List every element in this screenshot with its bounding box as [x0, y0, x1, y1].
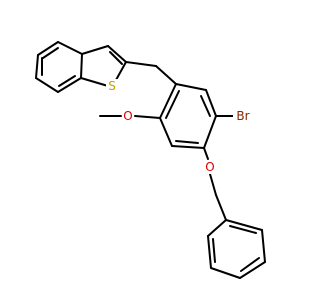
- methylene-bond: [155, 65, 177, 85]
- methoxy-oxygen-label-bg: [122, 109, 134, 123]
- ether-bond: [203, 147, 209, 160]
- bromine-label-bg: [233, 109, 253, 123]
- phenyl-bond: [239, 261, 266, 279]
- bt-benzene-bond: [57, 77, 82, 93]
- bt-benzene-bond: [35, 77, 59, 93]
- central-ring-bond: [171, 145, 205, 149]
- central-ring-bond: [175, 83, 207, 91]
- thiophene-inner-bond: [109, 51, 123, 65]
- thiophene-bond: [80, 77, 109, 87]
- ether-oxygen-atom-label: O: [205, 160, 214, 174]
- phenyl-bond: [225, 219, 263, 231]
- bt-benzene-inner-bond: [42, 47, 59, 59]
- bromine-atom-label: Br: [236, 109, 249, 123]
- bt-benzene-bond: [57, 41, 83, 55]
- molecule-structure: S Br O O: [35, 41, 266, 279]
- bt-benzene-bond: [80, 53, 83, 79]
- central-ring-bond: [205, 89, 217, 117]
- thiophene-bond: [115, 61, 127, 81]
- sulfur-atom-label: S: [108, 79, 116, 93]
- ether-oxygen-label-bg: [204, 160, 216, 174]
- methoxy-oxygen-atom-label: O: [123, 109, 132, 123]
- bt-benzene-bond: [37, 41, 59, 56]
- phenyl-inner-bond: [240, 257, 260, 272]
- central-ring-inner-bond: [165, 90, 180, 119]
- methylene-bond: [125, 61, 157, 67]
- central-ring-inner-bond: [200, 95, 211, 117]
- phenyl-bond: [210, 267, 241, 279]
- phenyl-inner-bond: [212, 238, 216, 263]
- phenyl-bond: [261, 229, 266, 263]
- bt-benzene-inner-bond: [58, 75, 76, 87]
- thiophene-bond: [107, 45, 127, 63]
- phenyl-bond: [215, 194, 227, 221]
- sulfur-label-bg: [106, 79, 118, 93]
- thiophene-bond: [81, 45, 109, 55]
- bonds: [35, 41, 266, 279]
- ether-ch2-bond: [209, 173, 217, 196]
- central-ring-inner-bond: [175, 140, 199, 144]
- phenyl-bond: [207, 219, 227, 237]
- phenyl-bond: [207, 235, 212, 269]
- bt-benzene-bond: [35, 54, 39, 79]
- phenyl-inner-bond: [229, 225, 257, 234]
- central-ring-bond: [159, 117, 173, 147]
- methoxy-bond: [134, 115, 161, 119]
- central-ring-bond: [203, 115, 217, 149]
- central-ring-bond: [159, 83, 177, 119]
